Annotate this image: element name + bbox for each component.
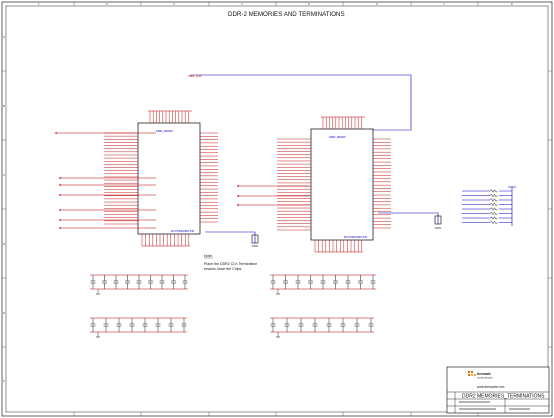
net-label: DDR2_CLK0 xyxy=(188,75,202,78)
zone-label: 5 xyxy=(308,2,310,6)
svg-text:DDR2_SDRAM: DDR2_SDRAM xyxy=(329,136,345,139)
svg-text:DDR2_SDRAM: DDR2_SDRAM xyxy=(156,130,172,133)
zone-label: 4 xyxy=(241,2,243,6)
sheet-title-block: DDR2 MEMORIES_TERMINATIONS xyxy=(462,394,545,400)
resistor xyxy=(489,207,498,211)
chip1-pins xyxy=(104,110,218,247)
company-name: freescale xyxy=(477,372,491,376)
zone-label: 7 xyxy=(443,2,445,6)
zone-labels: 1 2 3 4 5 6 7 8 A B C D E F xyxy=(3,2,513,383)
resistor xyxy=(489,202,498,207)
zone-label: 3 xyxy=(173,2,175,6)
net-port xyxy=(58,218,62,222)
svg-text:MT47H64M16BT-37E: MT47H64M16BT-37E xyxy=(344,236,368,239)
resistor xyxy=(489,216,498,220)
resistor xyxy=(489,193,498,198)
freescale-logo: freescale semiconductor xyxy=(468,371,493,380)
note-line: Place the DDR2 CLK Termination xyxy=(204,262,257,266)
resistor xyxy=(489,211,498,216)
zone-label: 2 xyxy=(106,2,108,6)
clock-net xyxy=(190,74,412,131)
net-port xyxy=(58,183,62,187)
net-port xyxy=(236,194,240,198)
net-port xyxy=(58,226,62,230)
zone-label: 1 xyxy=(38,2,40,6)
net-port xyxy=(58,208,62,212)
note-line: resistor close the Chips xyxy=(204,267,242,271)
net-port xyxy=(236,203,240,207)
sheet-title: DDR-2 MEMORIES AND TERMINATIONS xyxy=(228,11,345,18)
net-port xyxy=(58,193,62,197)
zone-label: 6 xyxy=(376,2,378,6)
input-nets xyxy=(54,131,310,230)
resistor xyxy=(489,220,498,225)
clk-termination-u2 xyxy=(378,212,442,229)
company-sub: semiconductor xyxy=(477,377,493,380)
termination-resistor-network xyxy=(462,186,516,226)
net-port xyxy=(236,184,240,188)
ddr2-chip-u2: DDR2_SDRAM MT47H64M16BT-37E xyxy=(310,128,374,241)
company-web: www.freescale.com xyxy=(477,385,505,389)
note-heading: Note: xyxy=(204,254,213,258)
decoupling-capacitor-banks xyxy=(90,274,376,338)
zone-label: B xyxy=(3,104,5,108)
resistor xyxy=(489,198,498,202)
zone-label: D xyxy=(3,242,6,246)
clk-termination-u1 xyxy=(205,231,259,247)
resistor xyxy=(489,189,498,193)
zone-label: F xyxy=(3,379,5,383)
ddr2-chip-u1: DDR2_SDRAM MT47H64M16BT-37E xyxy=(137,122,201,235)
zone-label: A xyxy=(3,35,5,39)
title-block: freescale semiconductor www.freescale.co… xyxy=(446,366,550,414)
zone-label: E xyxy=(3,311,5,315)
placement-note: Note: Place the DDR2 CLK Termination res… xyxy=(204,254,257,271)
svg-text:MT47H64M16BT-37E: MT47H64M16BT-37E xyxy=(171,230,195,233)
zone-label: 8 xyxy=(511,2,513,6)
chip2-pins xyxy=(277,116,391,253)
zone-label: C xyxy=(3,173,6,177)
net-port xyxy=(54,131,58,135)
net-port xyxy=(58,176,62,180)
